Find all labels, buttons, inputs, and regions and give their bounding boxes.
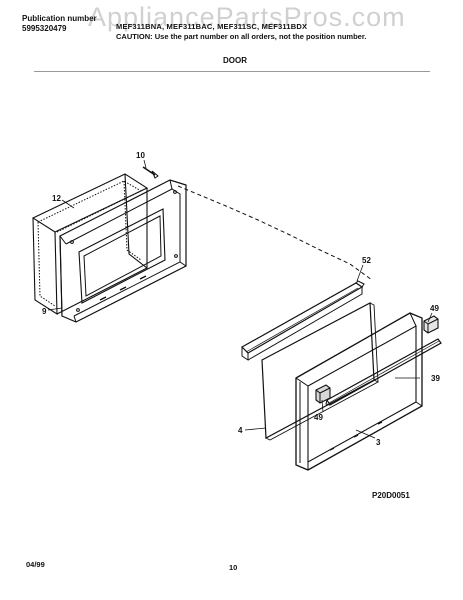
caution-note: CAUTION: Use the part number on all orde…	[116, 32, 367, 41]
door-handle	[325, 338, 442, 406]
callout-3: 3	[376, 438, 381, 447]
header-divider	[34, 71, 430, 72]
outer-door-panel	[295, 312, 423, 471]
callout-4: 4	[238, 426, 243, 435]
callout-39: 39	[431, 374, 440, 383]
alignment-line	[177, 185, 373, 281]
callout-49-right: 49	[430, 304, 439, 313]
callout-12: 12	[52, 194, 61, 203]
publication-number: 5995320479	[22, 24, 67, 33]
footer-page-number: 10	[229, 563, 238, 572]
inner-door-frame	[59, 179, 187, 323]
handle-end-cap-right	[423, 315, 439, 334]
callout-52: 52	[362, 256, 371, 265]
model-numbers: MEF311BNA, MEF311BAC, MEF311SC, MEF311BD…	[116, 22, 308, 31]
handle-end-cap-left	[315, 384, 331, 404]
callout-49-left: 49	[314, 413, 323, 422]
figure-code: P20D0051	[372, 491, 410, 500]
publication-number-label: Publication number	[22, 14, 97, 23]
door-trim-channel	[241, 280, 365, 361]
door-gasket	[31, 173, 149, 316]
callout-10: 10	[136, 151, 145, 160]
watermark: AppliancePartsPros.com	[88, 2, 406, 32]
callout-9: 9	[42, 307, 47, 316]
footer-date: 04/99	[26, 560, 45, 569]
section-title: DOOR	[223, 56, 247, 65]
screw	[142, 166, 159, 179]
leader-lines	[47, 159, 433, 439]
